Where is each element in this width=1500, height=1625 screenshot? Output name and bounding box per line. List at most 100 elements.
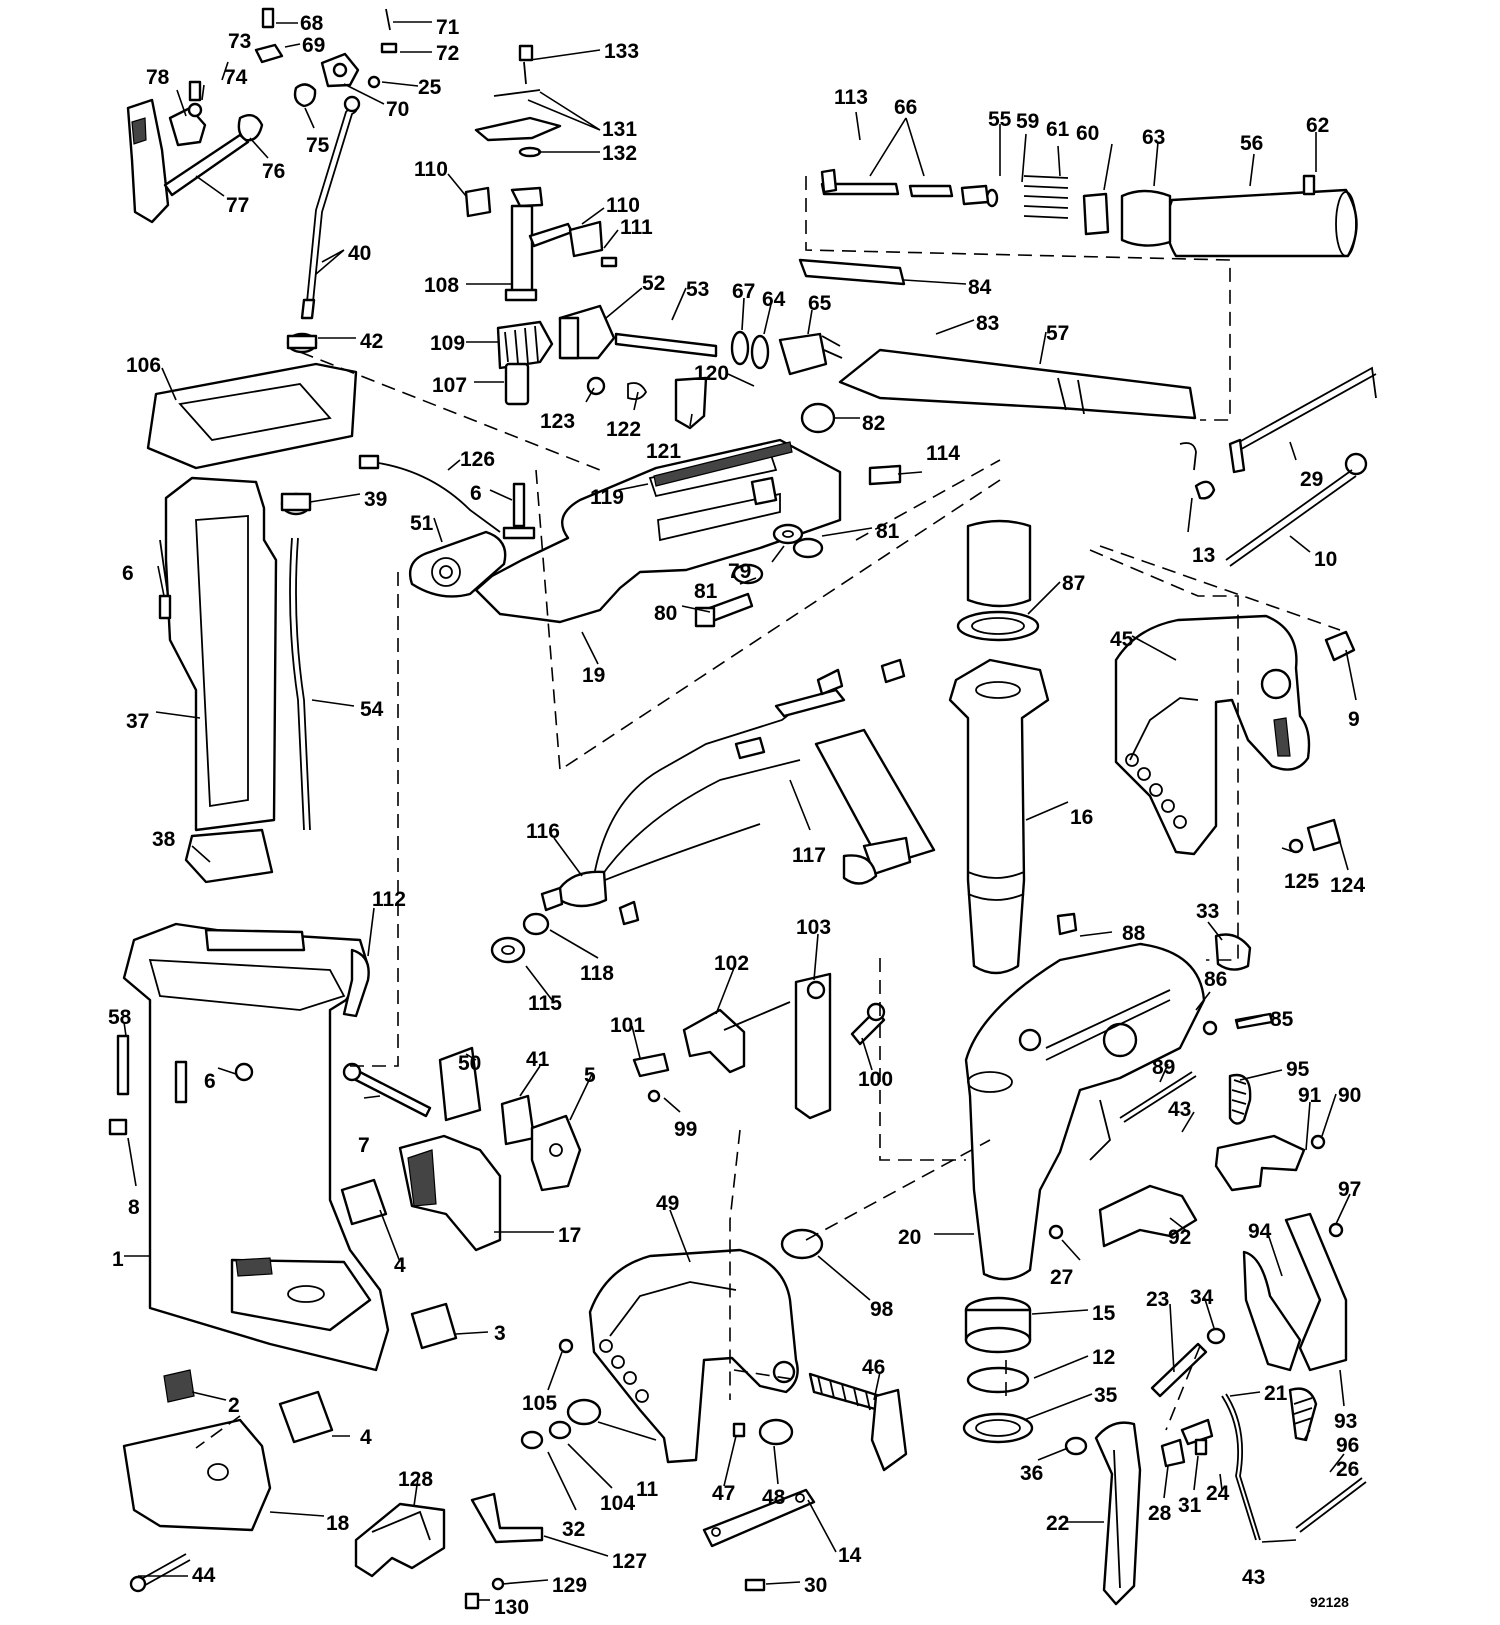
- callout-17: 17: [558, 1224, 581, 1247]
- callout-106: 106: [126, 354, 161, 377]
- callout-89: 89: [1152, 1056, 1175, 1079]
- callout-24: 24: [1206, 1482, 1230, 1505]
- part-shaft-assembly: [614, 330, 843, 376]
- callout-91: 91: [1298, 1084, 1322, 1107]
- callout-113: 113: [834, 86, 868, 109]
- callout-94: 94: [1248, 1220, 1272, 1243]
- callout-109: 109: [430, 332, 465, 355]
- callout-111: 111: [620, 216, 653, 239]
- callout-39: 39: [364, 488, 387, 511]
- callout-128: 128: [398, 1468, 433, 1491]
- callout-27: 27: [1050, 1266, 1073, 1289]
- connection-lines: [195, 176, 1341, 1449]
- callout-6: 6: [204, 1070, 216, 1093]
- callout-74: 74: [224, 66, 248, 89]
- callout-82: 82: [862, 412, 885, 435]
- callout-88: 88: [1122, 922, 1146, 945]
- part-gears: [496, 304, 616, 406]
- callout-62: 62: [1306, 114, 1329, 137]
- part-shift-lever: [464, 186, 618, 302]
- part-tiller-handle: [798, 168, 1358, 420]
- callout-55: 55: [988, 108, 1012, 131]
- callout-124: 124: [1330, 874, 1365, 897]
- callout-6: 6: [122, 562, 134, 585]
- callout-118: 118: [580, 962, 614, 985]
- callout-38: 38: [152, 828, 176, 851]
- callout-44: 44: [192, 1564, 216, 1587]
- part-tilt-rods: [1194, 366, 1377, 567]
- callout-98: 98: [870, 1298, 894, 1321]
- callout-102: 102: [714, 952, 749, 975]
- callout-71: 71: [436, 16, 460, 39]
- callout-25: 25: [418, 76, 442, 99]
- part-washers: [694, 402, 1197, 628]
- callout-133: 133: [604, 40, 639, 63]
- callout-112: 112: [372, 888, 406, 911]
- callout-116: 116: [526, 820, 560, 843]
- callout-7: 7: [358, 1134, 370, 1157]
- callout-85: 85: [1270, 1008, 1294, 1031]
- callout-34: 34: [1190, 1286, 1214, 1309]
- callout-26: 26: [1336, 1458, 1359, 1481]
- part-throttle-lever: [126, 7, 398, 224]
- part-wiring-harness: [540, 658, 936, 926]
- part-hardware-center: [342, 1046, 582, 1252]
- callout-13: 13: [1192, 544, 1215, 567]
- callout-99: 99: [674, 1118, 697, 1141]
- callout-108: 108: [424, 274, 459, 297]
- callout-47: 47: [712, 1482, 735, 1505]
- callout-28: 28: [1148, 1502, 1172, 1525]
- part-grommet-band: [286, 334, 318, 350]
- callout-15: 15: [1092, 1302, 1116, 1325]
- callout-22: 22: [1046, 1512, 1069, 1535]
- callout-51: 51: [410, 512, 434, 535]
- callout-105: 105: [522, 1392, 557, 1415]
- callout-114: 114: [926, 442, 960, 465]
- callout-126: 126: [460, 448, 495, 471]
- callout-125: 125: [1284, 870, 1319, 893]
- part-drive-shaft-housing: [108, 922, 390, 1372]
- callout-67: 67: [732, 280, 755, 303]
- part-shift-linkage: [474, 44, 562, 158]
- callout-107: 107: [432, 374, 467, 397]
- callout-52: 52: [642, 272, 665, 295]
- part-clamp-lever: [1064, 1327, 1226, 1606]
- callout-100: 100: [858, 1068, 893, 1091]
- callout-37: 37: [126, 710, 149, 733]
- callout-96: 96: [1336, 1434, 1359, 1457]
- part-link-rod: [300, 95, 361, 320]
- callout-46: 46: [862, 1356, 885, 1379]
- callout-84: 84: [968, 276, 992, 299]
- callout-1: 1: [112, 1248, 124, 1271]
- callout-70: 70: [386, 98, 409, 121]
- callout-95: 95: [1286, 1058, 1310, 1081]
- callout-41: 41: [526, 1048, 550, 1071]
- callout-76: 76: [262, 160, 285, 183]
- callout-21: 21: [1264, 1382, 1288, 1405]
- part-ground-wire: [358, 454, 536, 540]
- callout-11: 11: [636, 1478, 659, 1501]
- callout-117: 117: [792, 844, 826, 867]
- callout-72: 72: [436, 42, 459, 65]
- callout-23: 23: [1146, 1288, 1169, 1311]
- callout-57: 57: [1046, 322, 1069, 345]
- callout-56: 56: [1240, 132, 1263, 155]
- callout-60: 60: [1076, 122, 1099, 145]
- part-levers-center: [632, 972, 886, 1120]
- callout-110: 110: [414, 158, 448, 181]
- part-drawings: [108, 7, 1377, 1610]
- callout-129: 129: [552, 1574, 587, 1597]
- callout-48: 48: [762, 1486, 786, 1509]
- callout-36: 36: [1020, 1462, 1043, 1485]
- callout-16: 16: [1070, 806, 1093, 829]
- callout-3: 3: [494, 1322, 506, 1345]
- callout-63: 63: [1142, 126, 1165, 149]
- callout-30: 30: [804, 1574, 827, 1597]
- callout-132: 132: [602, 142, 637, 165]
- callout-8: 8: [128, 1196, 140, 1219]
- callout-32: 32: [562, 1518, 585, 1541]
- callout-77: 77: [226, 194, 249, 217]
- callout-87: 87: [1062, 572, 1085, 595]
- part-exhaust-housing: [146, 362, 358, 884]
